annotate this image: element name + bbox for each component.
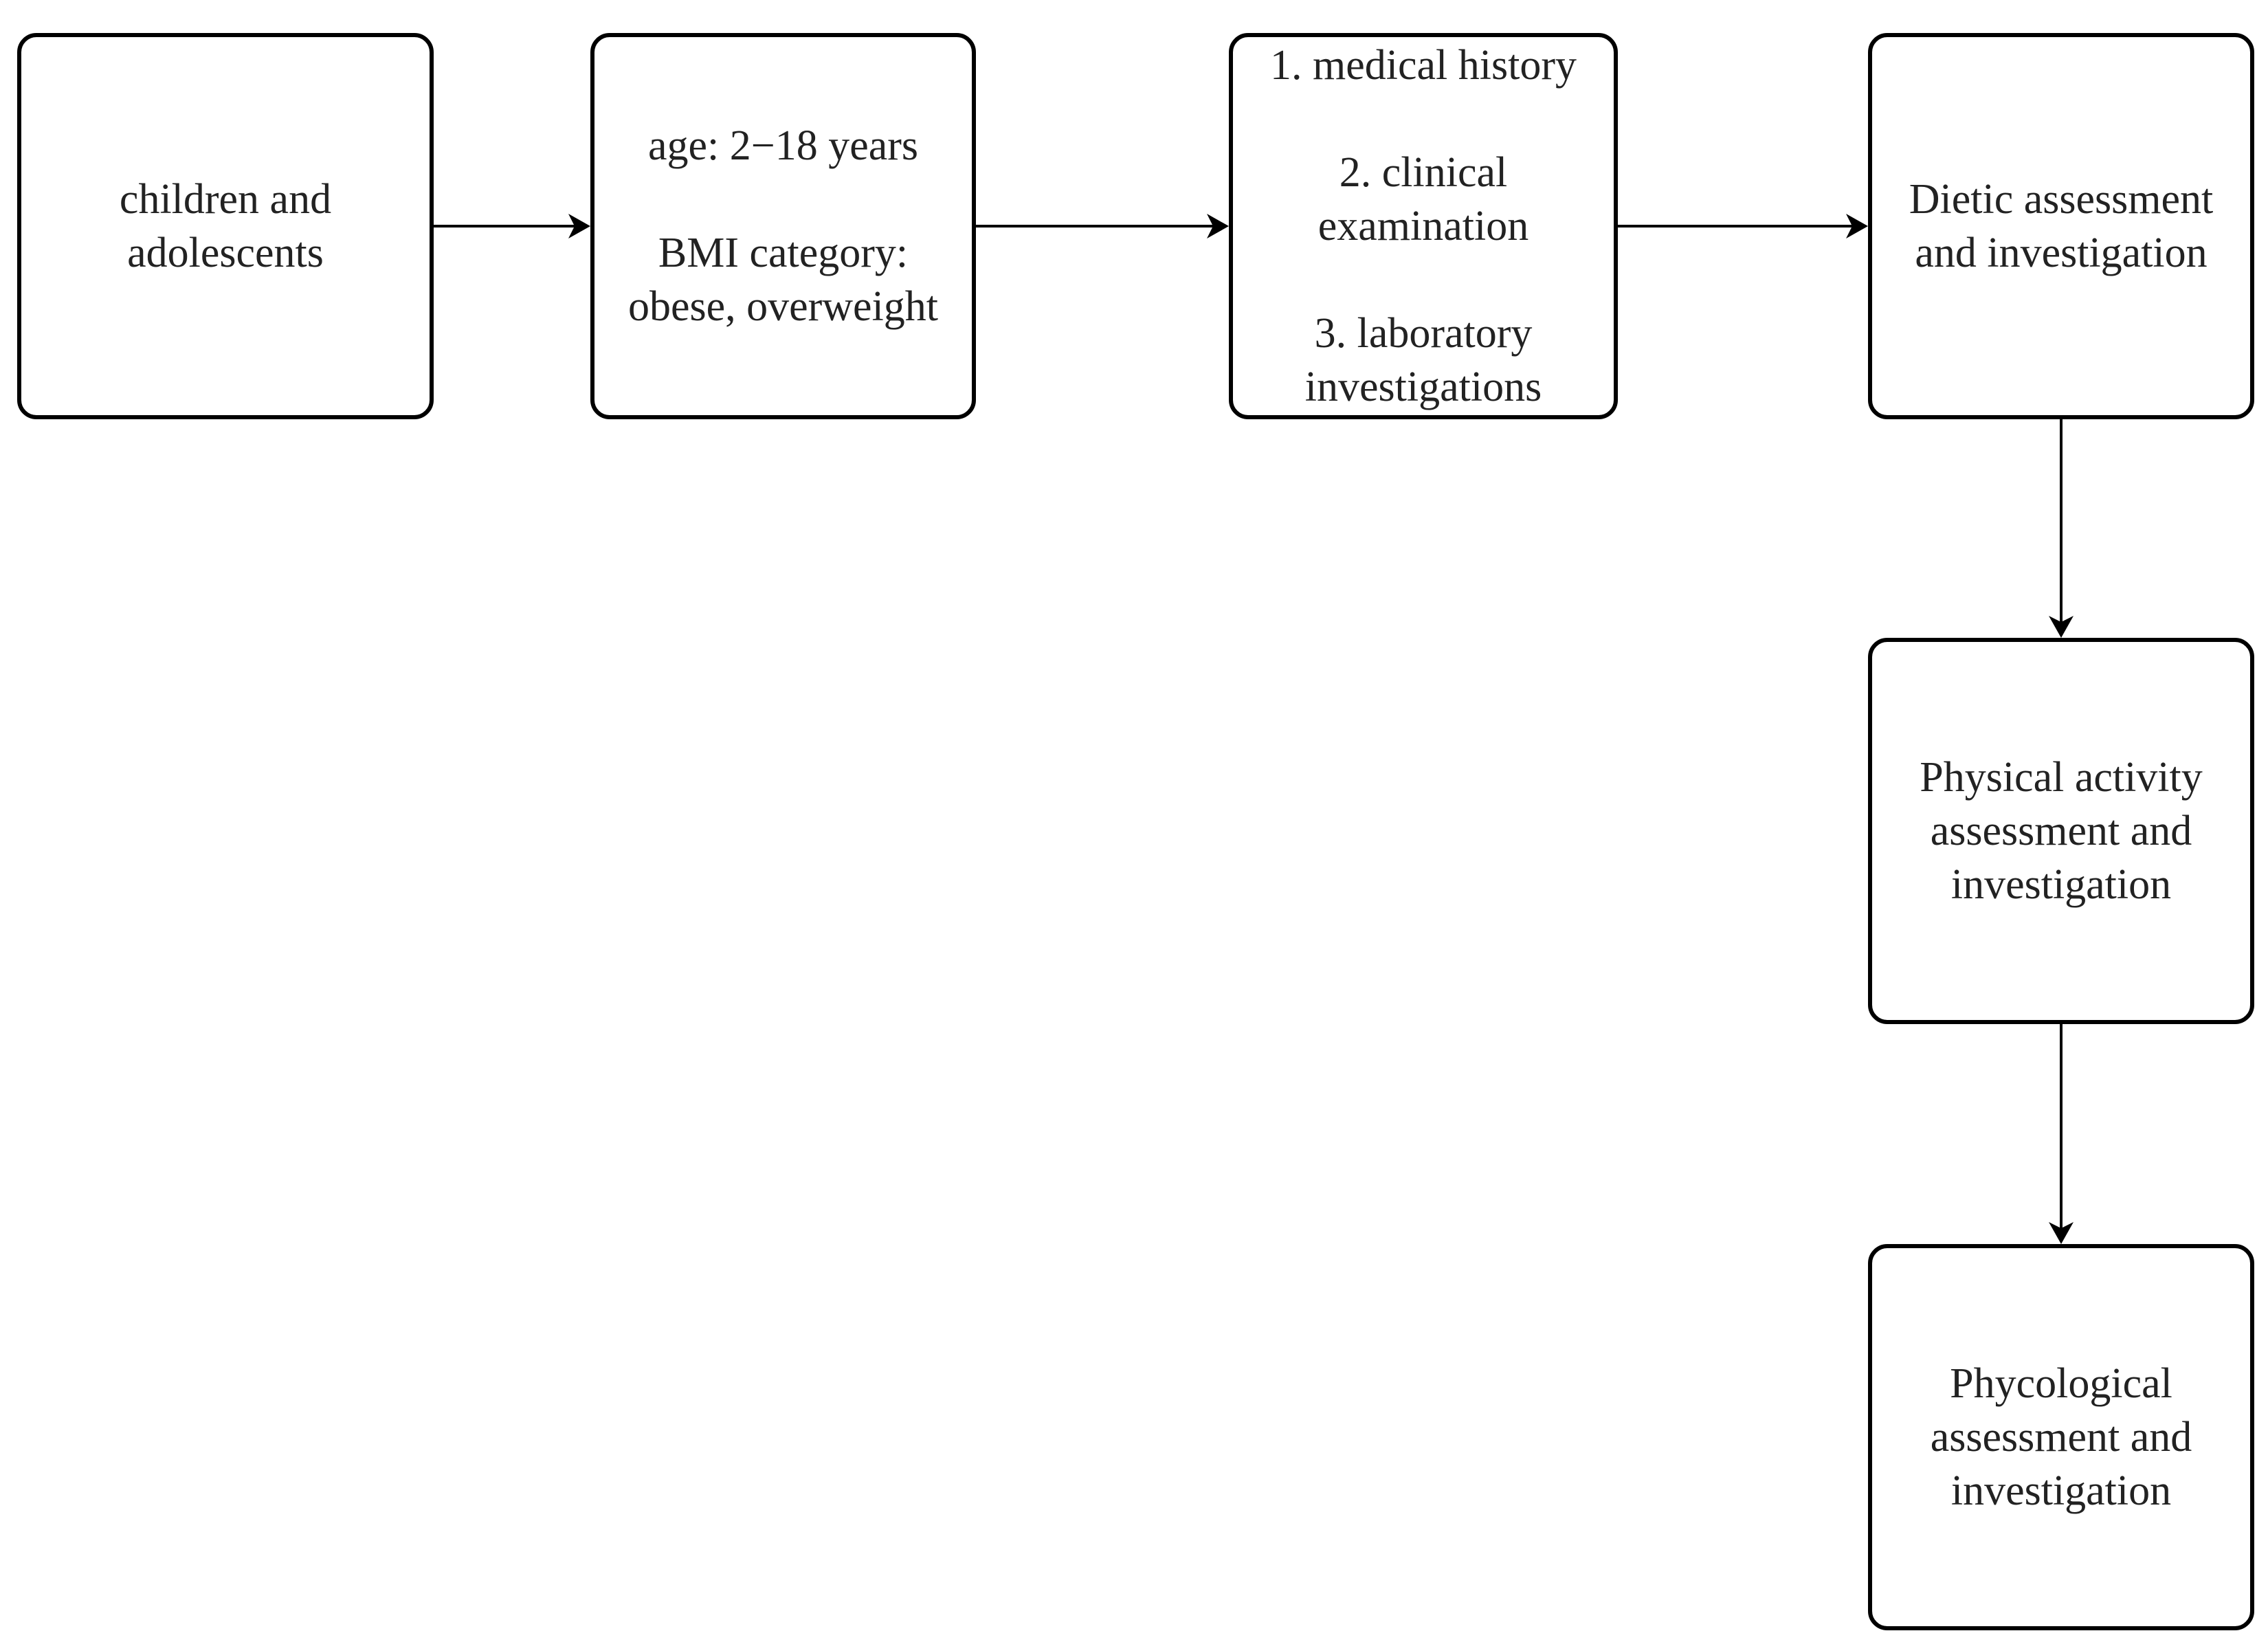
bmi-criterion-value: obese, overweight bbox=[627, 283, 939, 330]
node-dietic-assessment: Dietic assessment and investigation bbox=[1868, 33, 2254, 419]
node-children-adolescents: children and adolescents bbox=[17, 33, 434, 419]
step-laboratory-line1: 3. laboratory bbox=[1314, 310, 1533, 357]
node-text-line: and investigation bbox=[1915, 230, 2208, 276]
node-inclusion-criteria: age: 2−18 years BMI category: obese, ove… bbox=[590, 33, 976, 419]
step-clinical-line1: 2. clinical bbox=[1339, 149, 1508, 196]
node-physical-activity-assessment: Physical activity assessment and investi… bbox=[1868, 638, 2254, 1024]
arrow-dietic-to-physical bbox=[2049, 419, 2074, 638]
step-laboratory-line2: investigations bbox=[1304, 364, 1542, 410]
arrow-physical-to-phycological bbox=[2049, 1024, 2074, 1244]
node-text-line: investigation bbox=[1950, 1467, 2172, 1514]
node-text-line: assessment and bbox=[1930, 1414, 2192, 1461]
node-text-line: assessment and bbox=[1930, 808, 2192, 854]
arrow-medical-to-dietic bbox=[1618, 214, 1868, 238]
arrow-children-to-criteria bbox=[434, 214, 590, 238]
node-phycological-assessment: Phycological assessment and investigatio… bbox=[1868, 1244, 2254, 1630]
node-text-line: Dietic assessment bbox=[1909, 176, 2214, 223]
step-clinical-line2: examination bbox=[1318, 203, 1529, 249]
step-medical-history: 1. medical history bbox=[1270, 42, 1577, 89]
node-medical-steps: 1. medical history 2. clinical examinati… bbox=[1229, 33, 1618, 419]
node-text-line: Physical activity bbox=[1920, 754, 2203, 801]
node-text-line: children and bbox=[119, 176, 332, 223]
age-criterion: age: 2−18 years bbox=[647, 122, 919, 169]
node-text-line: adolescents bbox=[127, 230, 324, 276]
arrow-criteria-to-medical bbox=[976, 214, 1229, 238]
bmi-criterion-label: BMI category: bbox=[658, 230, 909, 276]
node-text-line: investigation bbox=[1950, 861, 2172, 908]
node-text-line: Phycological bbox=[1950, 1360, 2172, 1407]
